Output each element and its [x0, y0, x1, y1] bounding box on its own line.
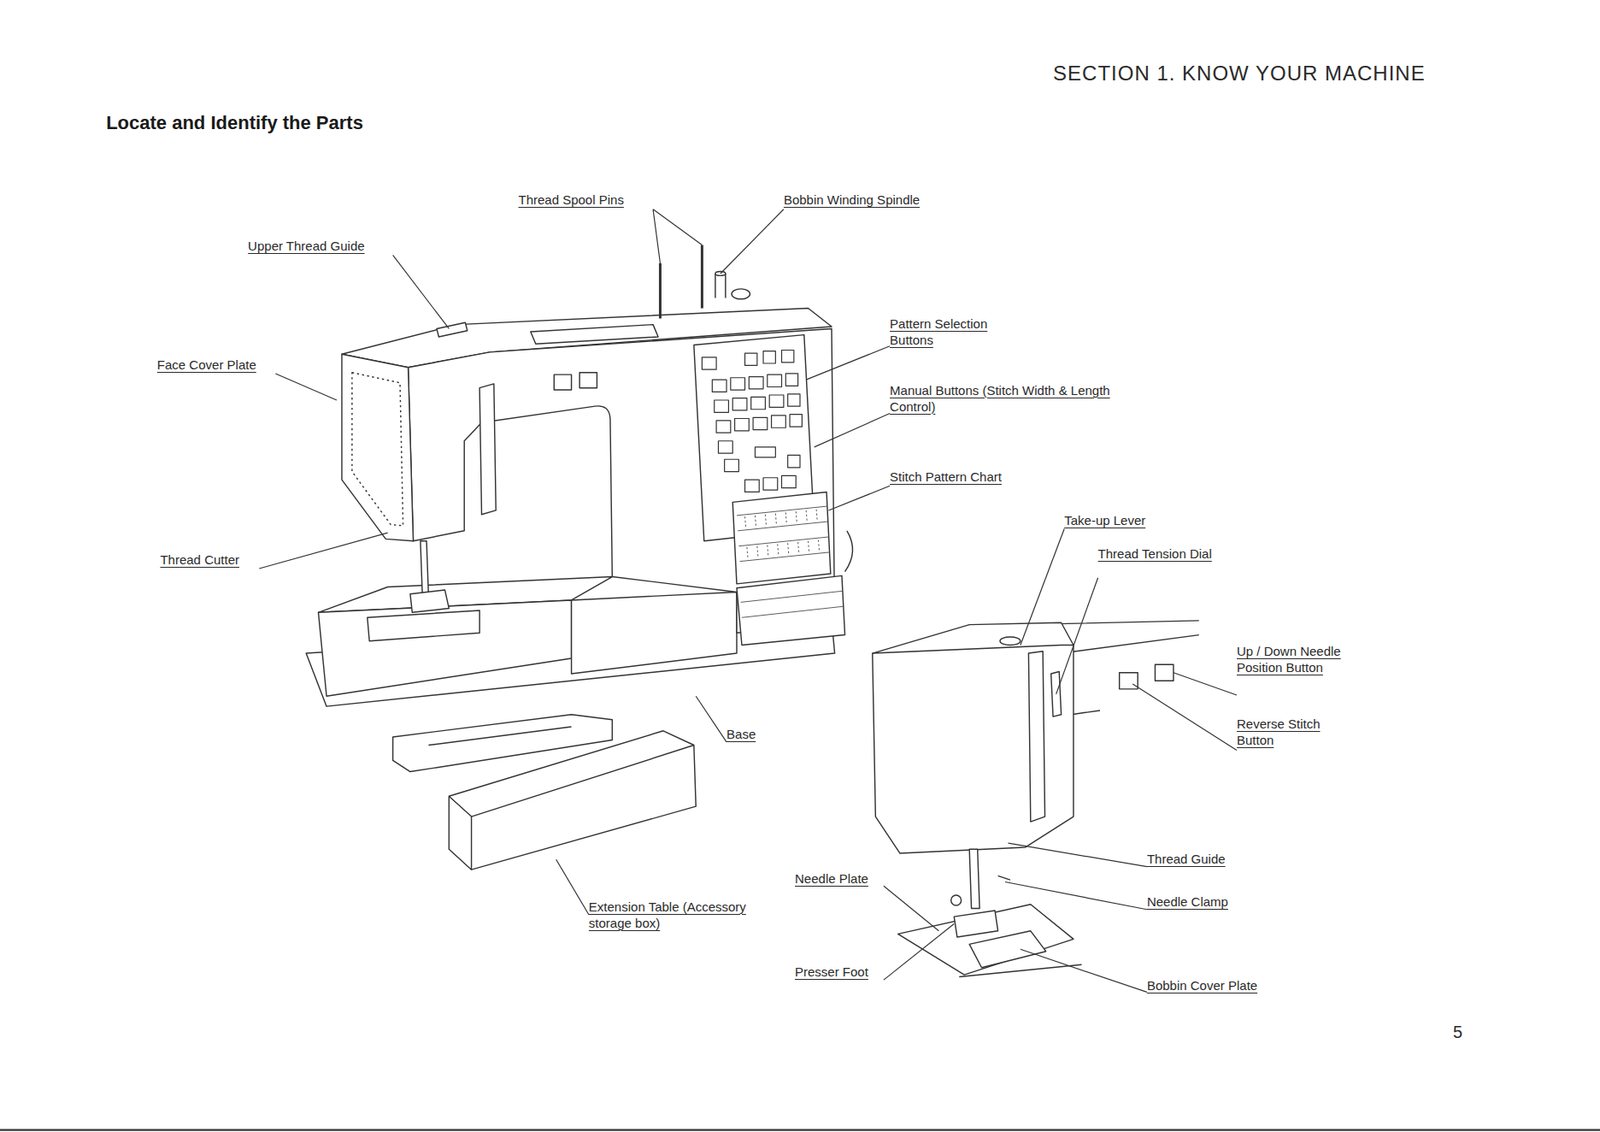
face-cover-shade [352, 372, 404, 526]
part-label: Up / Down Needle Position Button [1236, 642, 1348, 676]
inset-detail [872, 620, 1200, 977]
page-title: Locate and Identify the Parts [105, 111, 364, 135]
part-label: Face Cover Plate [157, 356, 257, 373]
extension-box [448, 730, 696, 870]
part-label: Extension Table (Accessory storage box) [588, 898, 765, 931]
inset-needle-plate [898, 904, 1074, 975]
part-label: Presser Foot [794, 963, 869, 980]
part-label: Manual Buttons (Stitch Width & Length Co… [889, 382, 1127, 415]
inset-head [872, 622, 1074, 853]
rail-slot [428, 726, 571, 745]
bed-right [571, 591, 737, 674]
part-label: Thread Guide [1147, 850, 1226, 867]
part-label: Take-up Lever [1064, 511, 1146, 529]
part-label: Bobbin Cover Plate [1147, 976, 1258, 994]
inset-clamp-screw [951, 894, 962, 906]
part-label: Needle Plate [794, 870, 869, 887]
updown-button-main [579, 372, 597, 389]
top-cover [530, 324, 659, 345]
reverse-button-main [553, 374, 571, 390]
panel-buttons [701, 349, 802, 492]
part-label: Thread Cutter [159, 551, 240, 568]
spool-pin [700, 245, 704, 309]
needle-plate-main [367, 610, 480, 642]
spool-pin [658, 263, 662, 318]
presser-foot-main [410, 589, 449, 612]
part-label: Stitch Pattern Chart [889, 468, 1002, 485]
inset-bobbin-cover [969, 930, 1047, 968]
part-label: Thread Tension Dial [1098, 545, 1213, 562]
part-label: Needle Clamp [1147, 893, 1229, 910]
section-heading: SECTION 1. KNOW YOUR MACHINE [1052, 61, 1426, 86]
bed-front [317, 600, 571, 696]
chart-flip-arrow [845, 530, 853, 572]
part-label: Base [726, 725, 756, 742]
inset-updown-button [1154, 664, 1173, 681]
part-label: Pattern Selection Buttons [889, 315, 1018, 348]
stitch-chart-lower [736, 575, 846, 645]
chart-rows [736, 505, 844, 618]
page-edge [0, 1128, 1600, 1130]
spindle-stop [731, 288, 750, 300]
inset-takeup-slot [1028, 651, 1045, 822]
inset-reverse-button [1119, 672, 1138, 689]
face-cover [341, 353, 414, 541]
upper-thread-guide [436, 322, 468, 337]
needle-bar [420, 541, 430, 598]
part-label: Upper Thread Guide [247, 237, 365, 254]
page-number: 5 [1452, 1021, 1463, 1042]
inset-presser-foot [953, 910, 998, 937]
inset-needle-bar [969, 848, 980, 908]
main-machine [305, 245, 853, 871]
takeup-slot [479, 383, 496, 515]
part-label: Reverse Stitch Button [1236, 715, 1352, 748]
part-label: Bobbin Winding Spindle [783, 191, 920, 208]
bobbin-spindle [715, 273, 726, 299]
inset-guide [1000, 636, 1021, 646]
part-label: Thread Spool Pins [517, 191, 624, 208]
leader-lines [258, 209, 1237, 993]
